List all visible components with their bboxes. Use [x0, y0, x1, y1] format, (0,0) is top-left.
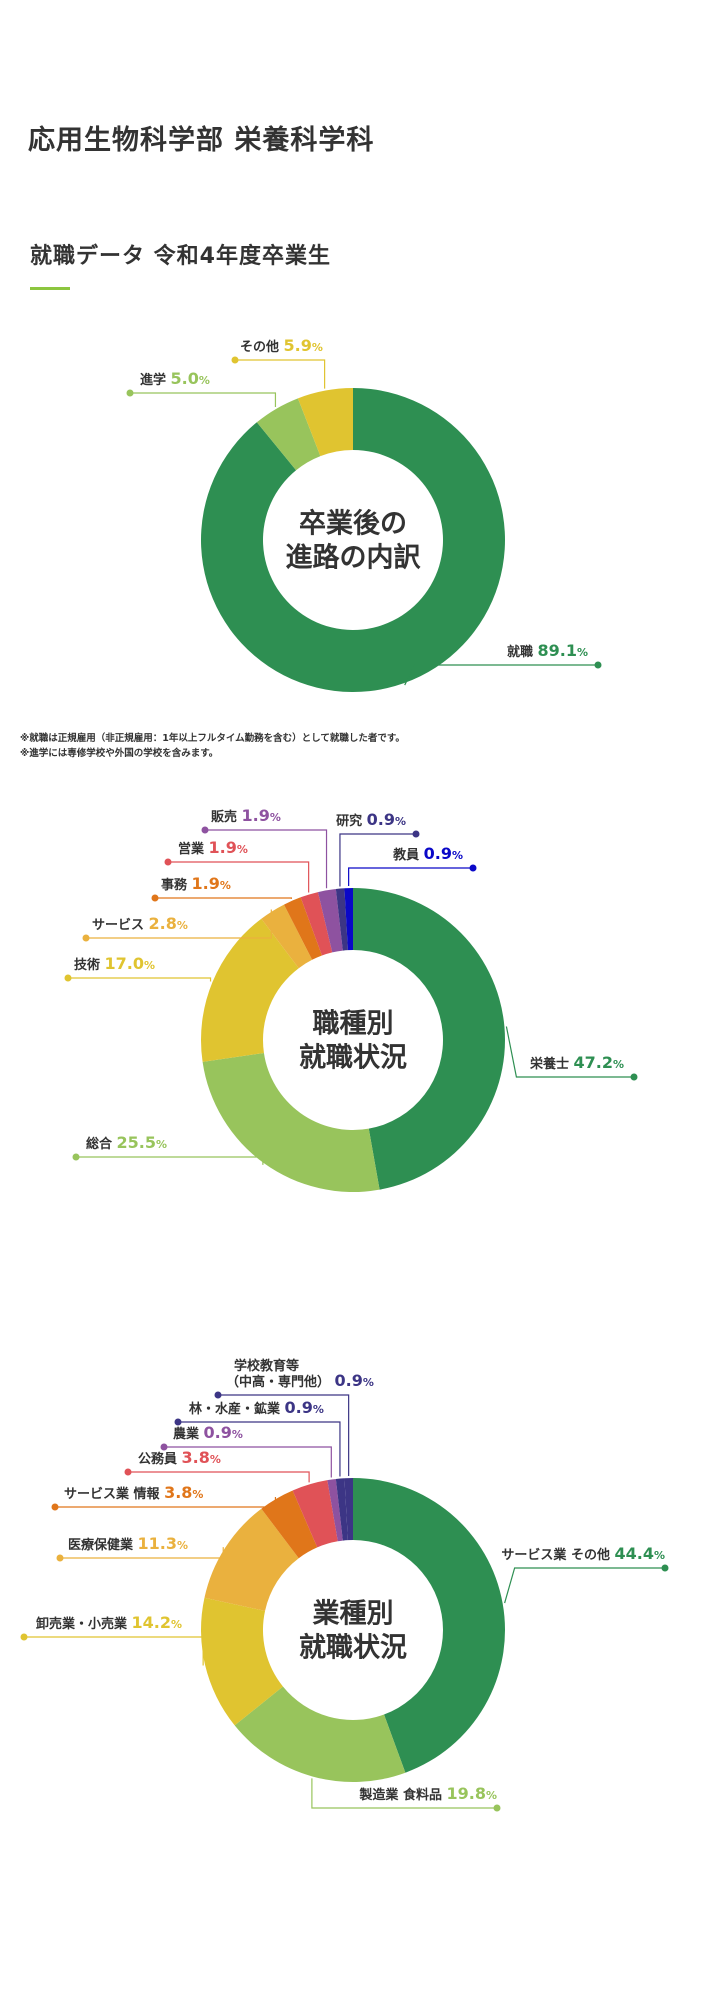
- leader-dot: [151, 894, 159, 902]
- slice-label: 研究 0.9%: [336, 810, 406, 829]
- leader-dot: [214, 1391, 222, 1399]
- page-title: 応用生物科学部 栄養科学科: [28, 125, 375, 156]
- slice-label: サービス 2.8%: [92, 914, 188, 933]
- donut-center-text: 卒業後の: [299, 508, 407, 540]
- leader-line: [164, 1446, 332, 1478]
- slice-label: 林・水産・鉱業 0.9%: [189, 1398, 324, 1417]
- leader-line: [504, 1567, 665, 1604]
- donut-center-text: 就職状況: [299, 1633, 407, 1664]
- leader-dot: [201, 826, 209, 834]
- leader-line: [235, 359, 326, 389]
- slice-label: 教員 0.9%: [392, 844, 463, 863]
- leader-dot: [594, 661, 602, 669]
- slice-label: 卸売業・小売業 14.2%: [36, 1613, 182, 1632]
- leader-line: [24, 1636, 204, 1666]
- leader-dot: [661, 1564, 669, 1572]
- donut-slice: [344, 888, 353, 951]
- slice-label: 総合 25.5%: [86, 1133, 167, 1152]
- leader-line: [348, 867, 473, 887]
- leader-dot: [126, 389, 134, 397]
- leader-line: [130, 392, 277, 407]
- slice-label: サービス業 情報 3.8%: [64, 1483, 203, 1502]
- donut-center-text: 業種別: [313, 1599, 394, 1630]
- leader-line: [155, 897, 292, 899]
- donut-slice: [344, 1478, 353, 1541]
- section-title: 就職データ 令和4年度卒業生: [30, 244, 331, 269]
- leader-dot: [231, 356, 239, 364]
- donut-slice: [327, 1478, 343, 1542]
- donut-slice: [317, 888, 343, 953]
- job-type-donut-chart: 栄養士 47.2% 総合 25.5% 技術 17.0% サービス 2.8% 事務 1.9…: [64, 806, 638, 1192]
- donut-slice: [201, 1597, 283, 1726]
- donut-slice: [261, 904, 313, 969]
- donut-slice: [201, 918, 299, 1062]
- donut-slice: [202, 1052, 380, 1192]
- leader-line: [339, 833, 416, 887]
- slice-label: （中高・専門他） 0.9%: [226, 1371, 374, 1390]
- leader-line: [76, 1156, 264, 1165]
- donut-slice: [292, 1480, 338, 1548]
- leader-dot: [72, 1153, 80, 1161]
- title-underline: [30, 287, 70, 290]
- donut-slice: [353, 888, 505, 1190]
- leader-line: [68, 977, 212, 982]
- slice-label-name: 学校教育等: [234, 1358, 299, 1374]
- leader-line: [505, 1026, 634, 1078]
- leader-line: [55, 1496, 277, 1508]
- leader-dot: [124, 1468, 132, 1476]
- slice-label: 医療保健業 11.3%: [68, 1534, 188, 1553]
- slice-label: サービス業 その他 44.4%: [501, 1544, 665, 1563]
- footnote-further-study: ※進学には専修学校や外国の学校を含みます。: [20, 748, 219, 759]
- donut-center-text: 進路の内訳: [286, 542, 422, 574]
- donut-slice: [283, 897, 322, 960]
- donut-slice: [335, 888, 348, 951]
- slice-label: 販売 1.9%: [211, 806, 281, 825]
- slice-label: 営業 1.9%: [178, 838, 248, 857]
- footnote-employment: ※就職は正規雇用（非正規雇用：1年以上フルタイム勤務を含む）として就職した者です…: [20, 733, 405, 744]
- donut-center-text: 職種別: [313, 1009, 394, 1040]
- donut-slice: [256, 398, 321, 471]
- leader-line: [205, 829, 328, 889]
- slice-label: 就職 89.1%: [507, 641, 588, 660]
- leader-dot: [82, 934, 90, 942]
- leader-dot: [51, 1503, 59, 1511]
- donut-slice: [335, 1478, 348, 1541]
- slice-label: 製造業 食料品 19.8%: [358, 1784, 497, 1803]
- leader-line: [128, 1471, 310, 1483]
- leader-dot: [412, 830, 420, 838]
- leader-dot: [64, 974, 72, 982]
- leader-line: [218, 1394, 350, 1477]
- leader-dot: [164, 858, 172, 866]
- slice-label: その他 5.9%: [240, 336, 323, 355]
- leader-dot: [469, 864, 477, 872]
- footnotes: ※就職は正規雇用（非正規雇用：1年以上フルタイム勤務を含む）として就職した者です…: [20, 731, 405, 761]
- slice-label: 進学 5.0%: [140, 369, 210, 388]
- slice-label: 栄養士 47.2%: [529, 1053, 624, 1072]
- leader-line: [60, 1547, 224, 1559]
- leader-line: [168, 861, 310, 893]
- slice-label: 技術 17.0%: [74, 954, 155, 973]
- leader-dot: [56, 1554, 64, 1562]
- leader-dot: [630, 1073, 638, 1081]
- donut-center-text: 就職状況: [299, 1043, 407, 1074]
- leader-line: [178, 1421, 341, 1477]
- donut-slice: [300, 892, 333, 956]
- leader-line: [311, 1778, 497, 1809]
- industry-donut-chart: サービス業 その他 44.4% 製造業 食料品 19.8% 卸売業・小売業 14.2…: [20, 1358, 669, 1812]
- leader-line: [86, 909, 272, 939]
- leader-dot: [493, 1804, 501, 1812]
- donut-slice: [353, 1478, 505, 1773]
- slice-label: 農業 0.9%: [173, 1423, 243, 1442]
- leader-dot: [160, 1443, 168, 1451]
- leader-dot: [20, 1633, 28, 1641]
- donut-slice: [204, 1508, 299, 1611]
- slice-label: 公務員 3.8%: [138, 1448, 221, 1467]
- donut-slice: [200, 388, 505, 692]
- slice-label: 事務 1.9%: [161, 874, 231, 893]
- leader-line: [404, 664, 598, 686]
- leader-dot: [174, 1418, 182, 1426]
- donut-slice: [234, 1686, 406, 1782]
- donut-slice: [297, 388, 353, 457]
